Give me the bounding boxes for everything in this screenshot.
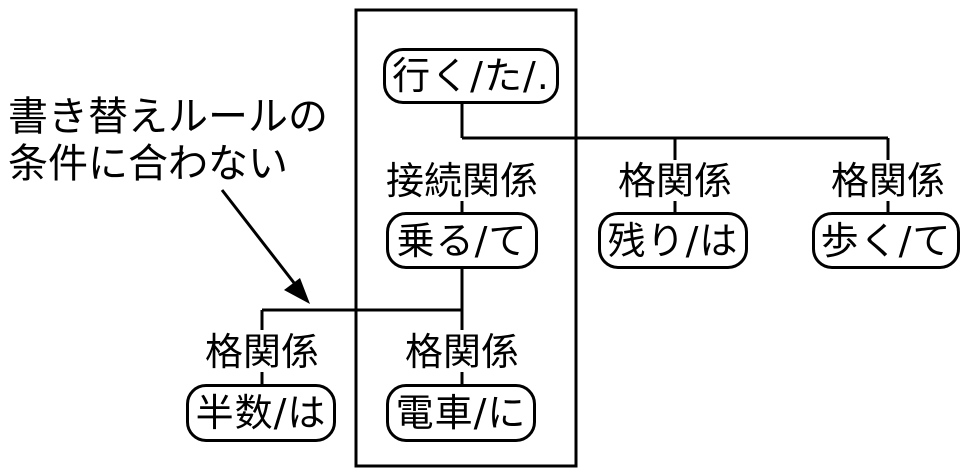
node-n2-text: 残り/は [607, 218, 739, 263]
node-root: 行く/た/. [383, 48, 559, 104]
node-n4: 半数/は [186, 384, 336, 442]
annotation-arrowhead [284, 278, 310, 304]
node-root-text: 行く/た/. [392, 54, 550, 98]
relation-label-n2: 格関係 [617, 159, 733, 203]
annotation-line-2: 条件に合わない [8, 141, 288, 188]
node-n4-text: 半数/は [195, 391, 327, 435]
node-n5-text: 電車/に [395, 391, 527, 435]
node-n1-text: 乗る/て [396, 218, 528, 263]
relation-label-n1: 接続関係 [385, 159, 539, 203]
annotation-line-1: 書き替えルールの [8, 94, 328, 140]
node-n3: 歩く/て [812, 212, 960, 269]
relation-label-n5: 格関係 [404, 330, 520, 374]
node-n5: 電車/に [386, 384, 536, 442]
node-n2: 残り/は [598, 212, 748, 269]
annotation-arrow-shaft [220, 189, 300, 289]
annotation-text: 書き替えルールの 条件に合わない [8, 94, 328, 188]
relation-label-n4: 格関係 [204, 330, 320, 374]
highlight-frame [354, 8, 578, 468]
node-n1: 乗る/て [386, 212, 538, 269]
relation-label-n3: 格関係 [830, 159, 946, 203]
node-n3-text: 歩く/て [820, 218, 952, 263]
